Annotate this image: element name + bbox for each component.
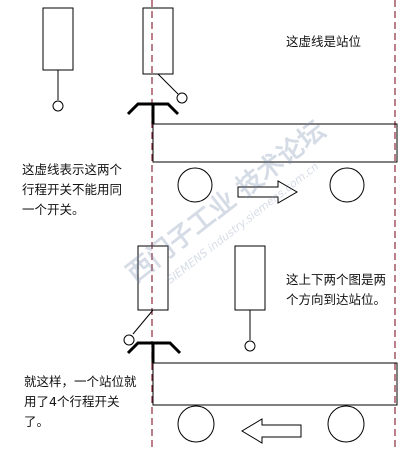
arrow-right-icon (237, 180, 298, 204)
cart-striker-bottom (126, 341, 182, 363)
cart-wheel-bottom-left (177, 405, 215, 443)
station-line-note: 这虚线是站位 (286, 34, 362, 49)
limit-switch-top-left (42, 7, 74, 112)
cart-body-top (152, 123, 398, 163)
arrow-left-icon (241, 418, 302, 444)
dashed-line-meaning-note: 这虚线表示这两个 行程开关不能用同 一个开关。 (22, 162, 123, 217)
cart-wheel-top-right (329, 167, 365, 203)
cart-wheel-bottom-right (327, 405, 365, 443)
two-directions-note: 这上下两个图是两 个方向到达站位。 (286, 272, 387, 307)
limit-switch-top-actuated (142, 7, 188, 104)
limit-switch-bottom-right (234, 245, 266, 352)
cart-wheel-top-left (177, 167, 213, 203)
cart-body-bottom (152, 362, 398, 406)
limit-switch-bottom-actuated (123, 245, 169, 346)
conclusion-note: 就这样，一个站位就 用了4个行程开关 了。 (24, 374, 137, 429)
cart-striker-top (126, 102, 180, 124)
